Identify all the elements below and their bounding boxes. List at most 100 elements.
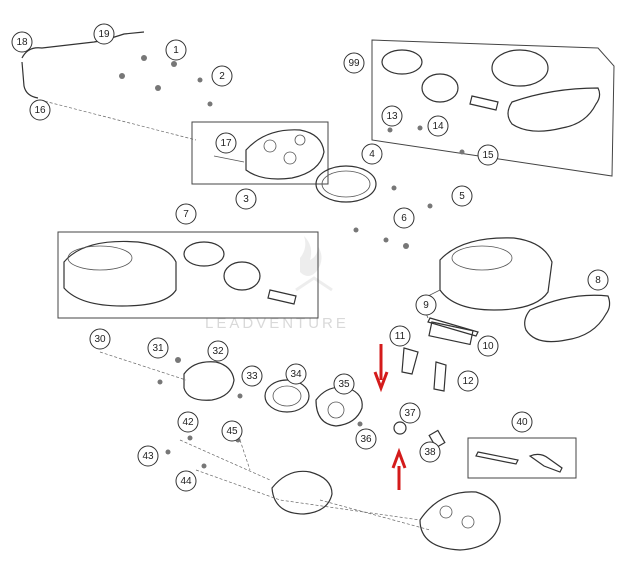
callout-32: 32 <box>207 340 229 362</box>
kit-99-box <box>371 39 615 177</box>
callout-bubble <box>147 337 169 359</box>
callout-number: 15 <box>482 150 494 161</box>
callout-14: 14 <box>427 115 449 137</box>
watermark-text: LEADVENTURE <box>205 315 349 332</box>
callout-bubble <box>285 363 307 385</box>
callout-15: 15 <box>477 144 499 166</box>
callout-bubble <box>457 370 479 392</box>
head-gasket <box>315 165 377 203</box>
callout-bubble <box>343 52 365 74</box>
callout-number: 36 <box>360 434 372 445</box>
callout-number: 2 <box>219 71 225 82</box>
callout-6: 6 <box>393 207 415 229</box>
callout-number: 44 <box>180 476 192 487</box>
callout-number: 35 <box>338 379 350 390</box>
callout-bubble <box>211 65 233 87</box>
callout-bubble <box>333 373 355 395</box>
callout-9: 9 <box>415 294 437 316</box>
cylinder-kit-box <box>57 231 319 319</box>
head-group-box <box>191 121 329 185</box>
callout-36: 36 <box>355 428 377 450</box>
callout-number: 18 <box>16 37 28 48</box>
callout-bubble <box>235 188 257 210</box>
callout-number: 31 <box>152 343 164 354</box>
callout-19: 19 <box>93 23 115 45</box>
callout-bubble <box>427 115 449 137</box>
cylinder-head-top <box>213 129 325 180</box>
kit-99-parts <box>381 49 601 132</box>
callout-37: 37 <box>399 402 421 424</box>
callout-number: 3 <box>243 194 249 205</box>
callout-8: 8 <box>587 269 609 291</box>
callout-10: 10 <box>477 335 499 357</box>
callout-bubble <box>389 325 411 347</box>
hose <box>21 31 145 59</box>
callout-bubble <box>221 420 243 442</box>
callout-bubble <box>381 105 403 127</box>
callout-bubble <box>399 402 421 424</box>
callout-1: 1 <box>165 39 187 61</box>
callout-number: 12 <box>462 376 474 387</box>
callout-31: 31 <box>147 337 169 359</box>
callout-number: 16 <box>34 105 46 116</box>
callout-number: 38 <box>424 447 436 458</box>
callout-42: 42 <box>177 411 199 433</box>
callout-12: 12 <box>457 370 479 392</box>
callout-number: 11 <box>395 331 406 342</box>
callout-number: 1 <box>173 45 179 56</box>
arrow-up-icon <box>391 447 407 490</box>
callout-bubble <box>393 207 415 229</box>
callout-number: 4 <box>369 149 375 160</box>
callout-bubble <box>477 144 499 166</box>
callout-number: 32 <box>212 346 224 357</box>
callout-number: 37 <box>404 408 416 419</box>
kit-40-box <box>467 437 577 479</box>
callout-45: 45 <box>221 420 243 442</box>
watermark-logo <box>295 236 333 292</box>
callout-number: 8 <box>595 275 601 286</box>
callout-30: 30 <box>89 328 111 350</box>
callout-number: 14 <box>432 121 444 132</box>
hose-lower <box>21 61 39 99</box>
fasteners <box>119 55 465 469</box>
callout-33: 33 <box>241 365 263 387</box>
callout-number: 42 <box>182 417 194 428</box>
callout-bubble <box>215 132 237 154</box>
callout-99: 99 <box>343 52 365 74</box>
callout-number: 43 <box>142 451 154 462</box>
callout-bubble <box>175 470 197 492</box>
callout-35: 35 <box>333 373 355 395</box>
callout-number: 10 <box>482 341 494 352</box>
callout-number: 17 <box>220 138 232 149</box>
callout-bubble <box>587 269 609 291</box>
callout-number: 7 <box>183 209 189 220</box>
callout-bubble <box>241 365 263 387</box>
callout-number: 5 <box>459 191 465 202</box>
callout-bubble <box>165 39 187 61</box>
callout-bubble <box>355 428 377 450</box>
callout-bubble <box>477 335 499 357</box>
callout-11: 11 <box>389 325 411 347</box>
callout-number: 30 <box>94 334 106 345</box>
callout-number: 33 <box>246 371 258 382</box>
callout-number: 9 <box>423 300 429 311</box>
callout-bubble <box>177 411 199 433</box>
kit-40-parts <box>475 451 563 473</box>
callout-44: 44 <box>175 470 197 492</box>
callout-bubble <box>11 31 33 53</box>
callout-34: 34 <box>285 363 307 385</box>
callout-13: 13 <box>381 105 403 127</box>
lower-housing <box>271 470 501 551</box>
callout-bubble <box>361 143 383 165</box>
callout-2: 2 <box>211 65 233 87</box>
callout-bubble <box>93 23 115 45</box>
cylinder-kit-parts <box>63 240 297 307</box>
callout-40: 40 <box>511 411 533 433</box>
callout-17: 17 <box>215 132 237 154</box>
callout-5: 5 <box>451 185 473 207</box>
base-gasket <box>524 294 611 343</box>
callout-38: 38 <box>419 441 441 463</box>
callout-16: 16 <box>29 99 51 121</box>
